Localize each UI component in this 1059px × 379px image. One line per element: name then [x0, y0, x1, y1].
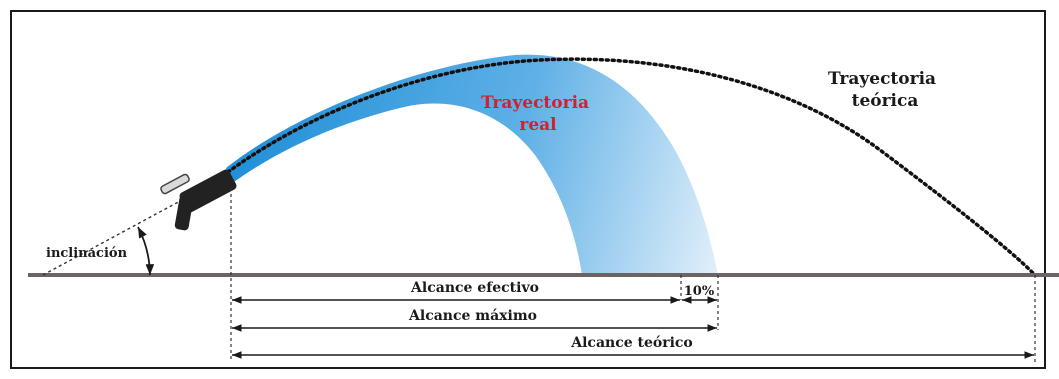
real-trajectory-label: Trayectoria real [481, 93, 595, 135]
diagram-frame [10, 10, 1046, 369]
real-trajectory-jet [226, 54, 718, 275]
theoretical-range-label: Alcance teórico [570, 335, 693, 351]
nozzle-icon [160, 169, 237, 231]
theoretical-trajectory-label-line1: Trayectoria [828, 69, 936, 89]
theoretical-trajectory-label-line2: teórica [852, 91, 919, 111]
theoretical-trajectory-label: Trayectoria teórica [828, 69, 942, 111]
inclination-label: inclinación [46, 246, 128, 261]
max-range-label: Alcance máximo [408, 308, 537, 324]
ten-percent-label: 10% [684, 284, 715, 299]
inclination-guide-line [42, 199, 183, 276]
theoretical-trajectory-path [226, 57, 1035, 275]
real-trajectory-label-line2: real [519, 115, 557, 135]
inclination-angle-arc [137, 226, 155, 276]
real-trajectory-label-line1: Trayectoria [481, 93, 589, 113]
effective-range-label: Alcance efectivo [410, 280, 539, 296]
